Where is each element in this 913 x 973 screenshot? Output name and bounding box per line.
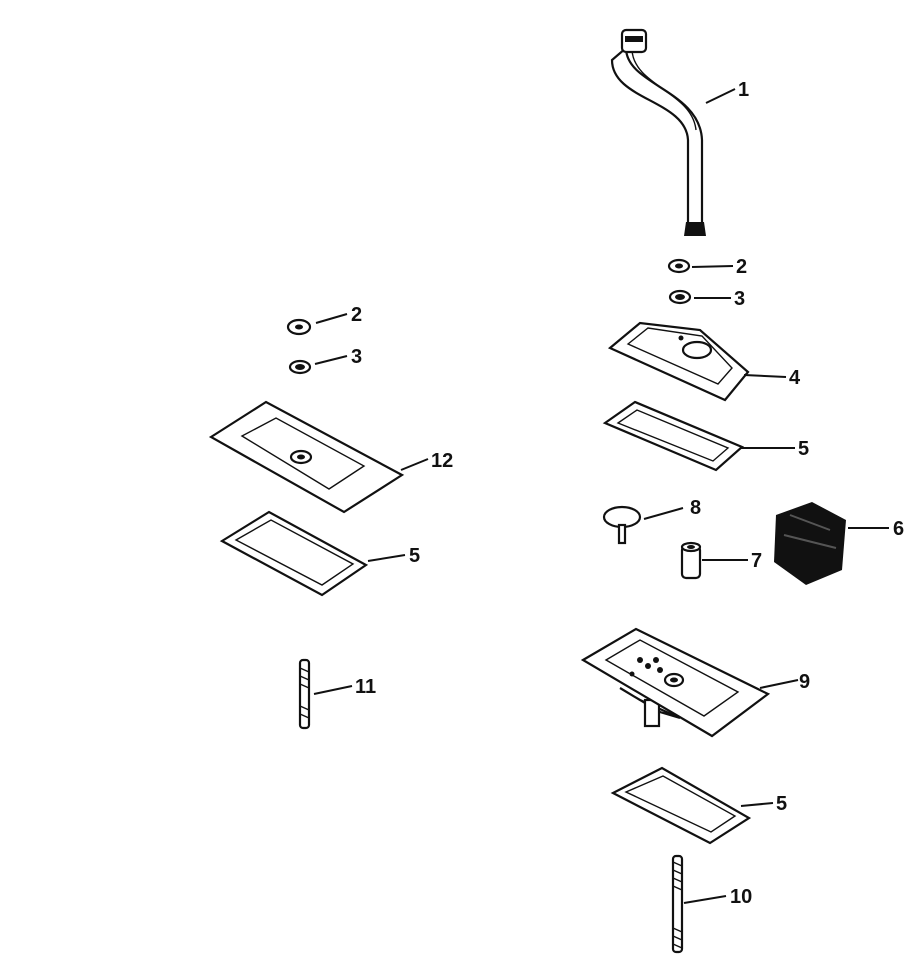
leader-lines xyxy=(313,88,889,904)
part-base-plate xyxy=(580,627,771,738)
callout-12: 12 xyxy=(431,450,453,472)
callout-3-left: 3 xyxy=(351,346,362,368)
part-nut-right xyxy=(667,258,691,274)
callout-2-right: 2 xyxy=(736,256,747,278)
part-gasket-lower-right xyxy=(610,766,752,845)
callout-3-right: 3 xyxy=(734,288,745,310)
part-gasket-left xyxy=(219,510,369,597)
part-tube xyxy=(610,28,706,236)
part-gasket-upper-right xyxy=(602,400,745,472)
part-washer-right xyxy=(668,289,692,305)
part-spacer xyxy=(680,541,702,580)
callout-5-lower-right: 5 xyxy=(776,793,787,815)
part-push-pin xyxy=(602,505,642,545)
part-nut-left xyxy=(286,318,312,336)
callout-11: 11 xyxy=(355,676,376,698)
callout-8: 8 xyxy=(690,497,701,519)
callout-5-upper-right: 5 xyxy=(798,438,809,460)
callout-6: 6 xyxy=(893,518,904,540)
callout-4: 4 xyxy=(789,367,801,389)
part-washer-left xyxy=(288,359,312,375)
callout-1: 1 xyxy=(738,79,749,101)
callout-2-left: 2 xyxy=(351,304,362,326)
part-cover xyxy=(607,321,750,402)
callout-labels: 1 2 3 4 5 8 6 7 9 5 10 2 3 12 5 11 xyxy=(351,79,904,908)
part-cover-plate xyxy=(208,400,405,514)
part-short-stud xyxy=(298,658,311,730)
part-long-stud xyxy=(671,854,684,954)
callout-7: 7 xyxy=(751,550,762,572)
callout-9: 9 xyxy=(799,671,810,693)
callout-5-left: 5 xyxy=(409,545,420,567)
part-filter-element xyxy=(774,502,846,585)
callout-10: 10 xyxy=(730,886,752,908)
